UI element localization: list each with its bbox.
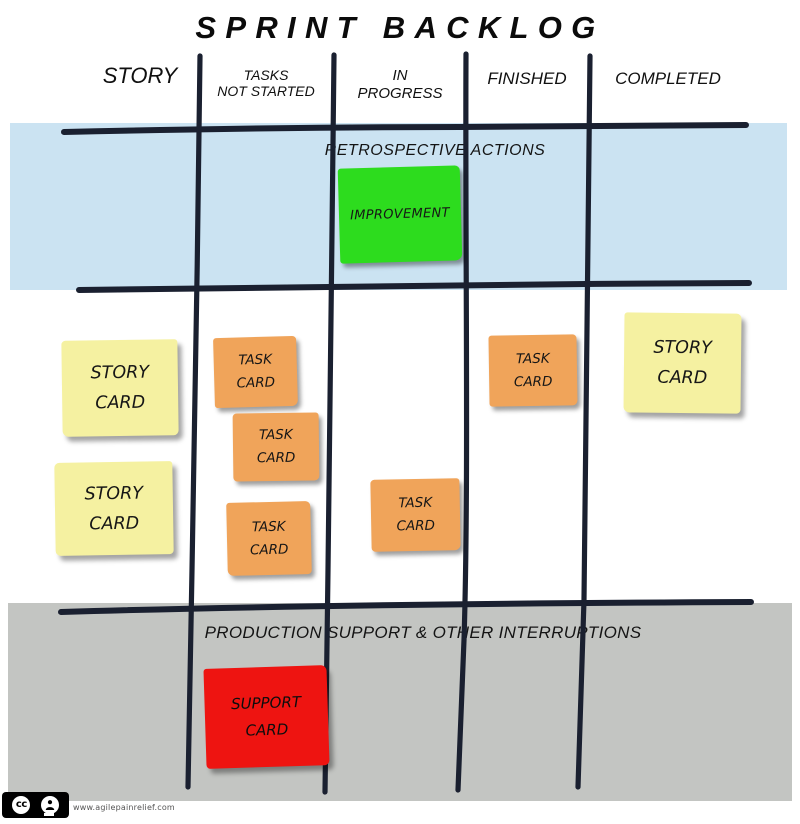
sticky-note-task-card-finished: TASK CARD <box>488 334 578 407</box>
board-title: SPRINT BACKLOG <box>195 10 605 45</box>
sticky-note-label: STORY CARD <box>90 362 150 414</box>
sticky-note-label: TASK CARD <box>236 351 276 392</box>
sticky-note-label: SUPPORT CARD <box>230 692 302 740</box>
production-support-label: PRODUCTION SUPPORT & OTHER INTERRUPTIONS <box>204 623 642 642</box>
attribution-person-icon <box>40 796 59 814</box>
sticky-note-task-card-not-started-1: TASK CARD <box>213 335 298 409</box>
column-header-finished: FINISHED <box>487 69 567 88</box>
cc-by-bar <box>44 813 54 816</box>
sticky-note-task-card-in-progress: TASK CARD <box>370 478 461 552</box>
person-glyph <box>45 800 54 810</box>
sticky-note-label: STORY CARD <box>653 337 712 389</box>
sticky-note-label: TASK CARD <box>249 518 289 558</box>
sticky-note-label: IMPROVEMENT <box>349 205 451 224</box>
column-header-completed: COMPLETED <box>615 69 721 88</box>
sticky-note-improvement: IMPROVEMENT <box>337 165 463 264</box>
sticky-note-label: STORY CARD <box>84 483 144 534</box>
sticky-note-label: TASK CARD <box>513 350 553 390</box>
cc-icon: cc <box>12 796 31 814</box>
retrospective-actions-label: RETROSPECTIVE ACTIONS <box>324 142 546 159</box>
sticky-note-task-card-not-started-3: TASK CARD <box>226 501 312 576</box>
column-header-story: STORY <box>102 63 178 88</box>
sticky-note-task-card-not-started-2: TASK CARD <box>232 412 320 482</box>
column-header-in-progress: IN PROGRESS <box>357 67 443 102</box>
cc-icon-text: cc <box>15 799 27 810</box>
cc-license-badge: cc <box>2 792 69 818</box>
sticky-note-story-card-2: STORY CARD <box>54 461 174 556</box>
sticky-note-support-card: SUPPORT CARD <box>203 665 330 769</box>
sticky-note-story-card-completed: STORY CARD <box>623 312 742 414</box>
production-support-band <box>8 603 792 801</box>
column-header-tasks-not-started: TASKS NOT STARTED <box>217 67 315 99</box>
sticky-note-label: TASK CARD <box>256 426 296 467</box>
sticky-note-label: TASK CARD <box>396 494 436 535</box>
sticky-note-story-card-1: STORY CARD <box>61 339 179 437</box>
website-url: www.agilepainrelief.com <box>73 803 175 812</box>
